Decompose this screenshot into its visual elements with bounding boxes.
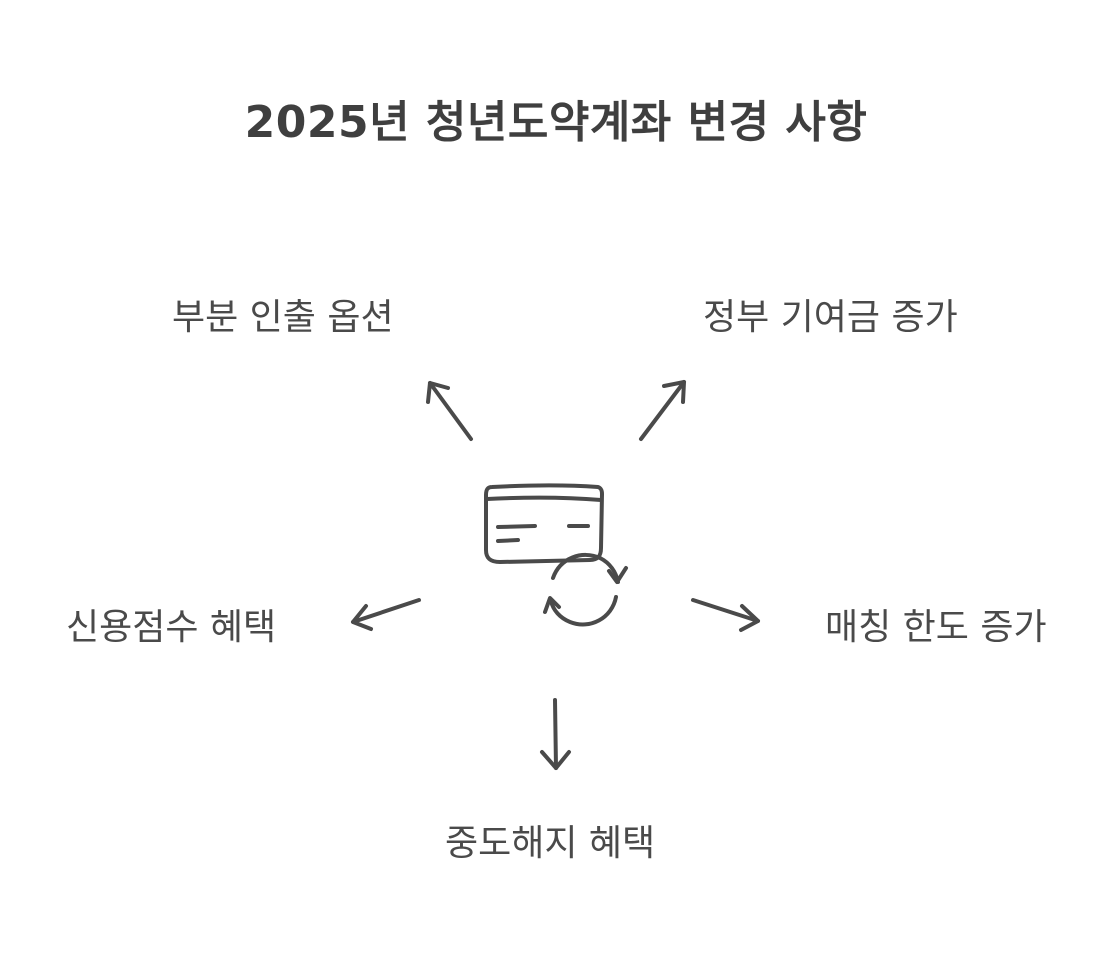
card-icon: [484, 483, 604, 564]
branch-label-early-termination: 중도해지 혜택: [445, 823, 656, 864]
arrow-to-top-left: [426, 381, 473, 441]
arrow-to-top-right: [639, 380, 686, 441]
arrow-to-mid-right: [691, 598, 760, 632]
branch-label-government-contribution: 정부 기여금 증가: [703, 297, 958, 338]
refresh-icon: [543, 552, 628, 627]
branch-label-partial-withdrawal: 부분 인출 옵션: [172, 297, 394, 338]
diagram-title: 2025년 청년도약계좌 변경 사항: [244, 97, 868, 148]
branch-label-credit-score: 신용점수 혜택: [66, 607, 277, 648]
arrow-to-mid-left: [351, 598, 421, 631]
branch-label-matching-limit: 매칭 한도 증가: [825, 607, 1047, 648]
arrow-to-bottom: [540, 698, 571, 770]
card-refresh-icon: [484, 483, 628, 627]
